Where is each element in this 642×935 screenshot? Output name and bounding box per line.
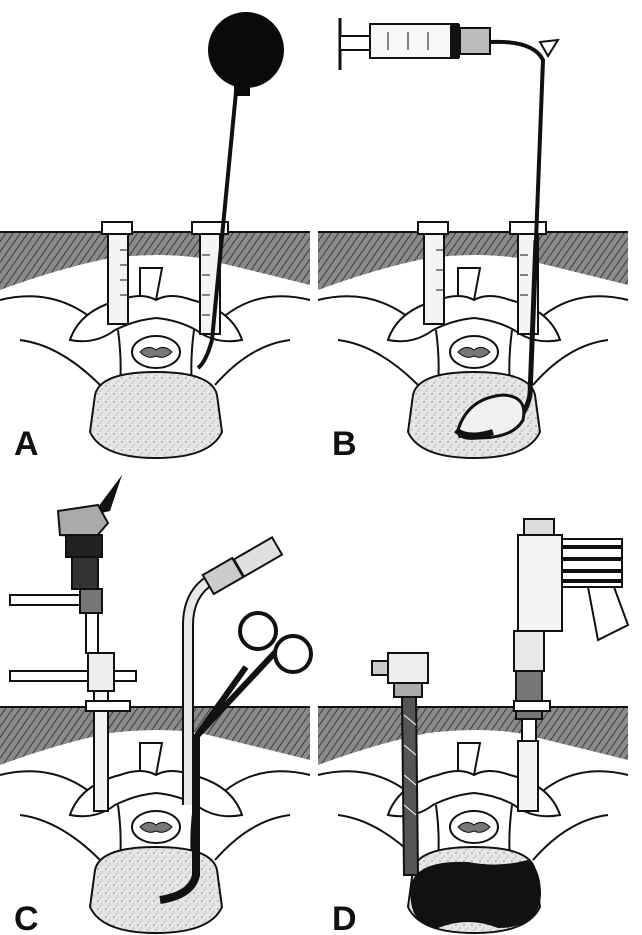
panel-label: C [14, 900, 39, 935]
panel-a: A [0, 12, 310, 463]
panel-c: C [0, 475, 311, 935]
cement-fill [412, 861, 540, 927]
panel-b: B [318, 18, 628, 463]
panel-label: A [14, 425, 39, 463]
panel-label: B [332, 425, 357, 463]
cement-injector-icon [514, 519, 628, 811]
irrigation-tube-icon [188, 537, 282, 805]
endoscope-camera-icon [10, 475, 136, 811]
panel-d: D [318, 519, 628, 935]
panel-label: D [332, 900, 357, 935]
drill-icon [372, 653, 428, 875]
syringe-icon [340, 18, 490, 70]
